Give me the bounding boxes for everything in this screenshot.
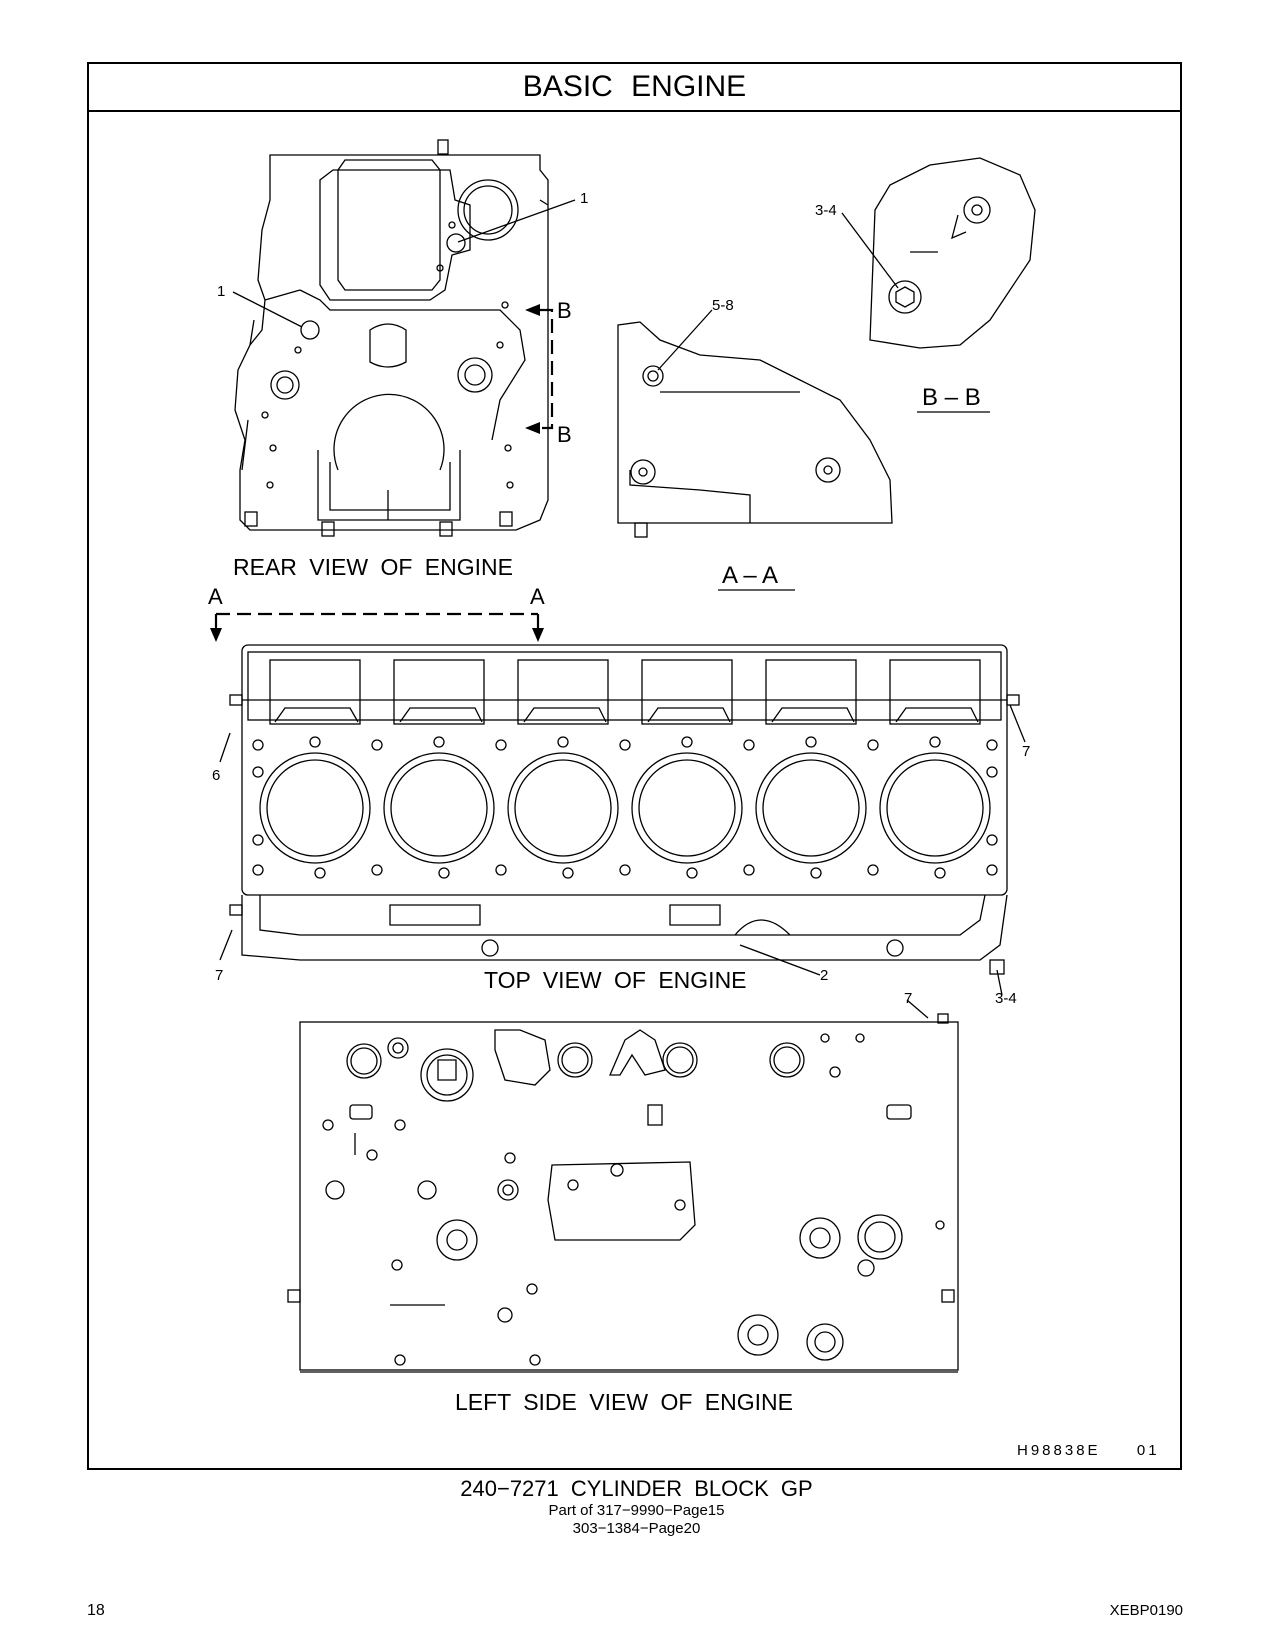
document-code: XEBP0190 bbox=[1109, 1602, 1183, 1619]
callout-7-side: 7 bbox=[904, 990, 912, 1007]
left-side-view-drawing bbox=[287, 1013, 959, 1373]
callout-1-upper: 1 bbox=[580, 190, 588, 207]
callout-5-8: 5-8 bbox=[712, 297, 734, 314]
leader-3-4-bb bbox=[841, 212, 899, 289]
callout-1-lower: 1 bbox=[217, 283, 225, 300]
illustration-code: H98838E bbox=[1017, 1442, 1101, 1459]
section-b-mark-top: B bbox=[557, 298, 572, 323]
leader-7-left bbox=[219, 929, 233, 961]
leader-7-right bbox=[1009, 704, 1026, 743]
drawing-frame: BASIC ENGINE bbox=[87, 62, 1182, 1470]
leader-5-8 bbox=[657, 309, 713, 371]
section-bb-drawing bbox=[869, 157, 1036, 349]
label-left-side-view: LEFT SIDE VIEW OF ENGINE bbox=[455, 1389, 793, 1415]
section-a-mark-right: A bbox=[530, 584, 545, 609]
leader-6 bbox=[219, 732, 231, 763]
leader-2 bbox=[739, 944, 821, 976]
callout-2: 2 bbox=[820, 967, 828, 984]
page-title: BASIC ENGINE bbox=[89, 64, 1180, 112]
top-view-drawing bbox=[229, 644, 1020, 975]
section-b-mark-bottom: B bbox=[557, 422, 572, 447]
callout-7-right: 7 bbox=[1022, 743, 1030, 760]
label-section-aa: A – A bbox=[722, 562, 778, 589]
leader-7-side bbox=[906, 999, 929, 1019]
label-top-view: TOP VIEW OF ENGINE bbox=[484, 967, 747, 993]
label-rear-view: REAR VIEW OF ENGINE bbox=[233, 554, 513, 580]
leader-1-lower bbox=[232, 291, 303, 328]
leader-1-upper bbox=[457, 199, 576, 243]
part-of-reference: Part of 317−9990−Page15 bbox=[548, 1502, 725, 1519]
rear-view-drawing bbox=[234, 139, 554, 537]
leader-3-4-top bbox=[996, 969, 1003, 996]
illustration-revision: 01 bbox=[1136, 1442, 1160, 1459]
secondary-reference: 303−1384−Page20 bbox=[572, 1520, 701, 1537]
callout-7-left: 7 bbox=[215, 967, 223, 984]
callout-6: 6 bbox=[212, 767, 220, 784]
section-aa-drawing bbox=[617, 321, 893, 538]
callout-3-4-top: 3-4 bbox=[995, 990, 1017, 1007]
label-section-bb: B – B bbox=[922, 384, 981, 411]
section-a-mark-left: A bbox=[208, 584, 223, 609]
callout-3-4-bb: 3-4 bbox=[815, 202, 837, 219]
page-number: 18 bbox=[87, 1602, 105, 1619]
illustration-reference: H98838E 01 bbox=[1017, 1442, 1160, 1459]
part-group-title: 240−7271 CYLINDER BLOCK GP bbox=[460, 1476, 813, 1501]
